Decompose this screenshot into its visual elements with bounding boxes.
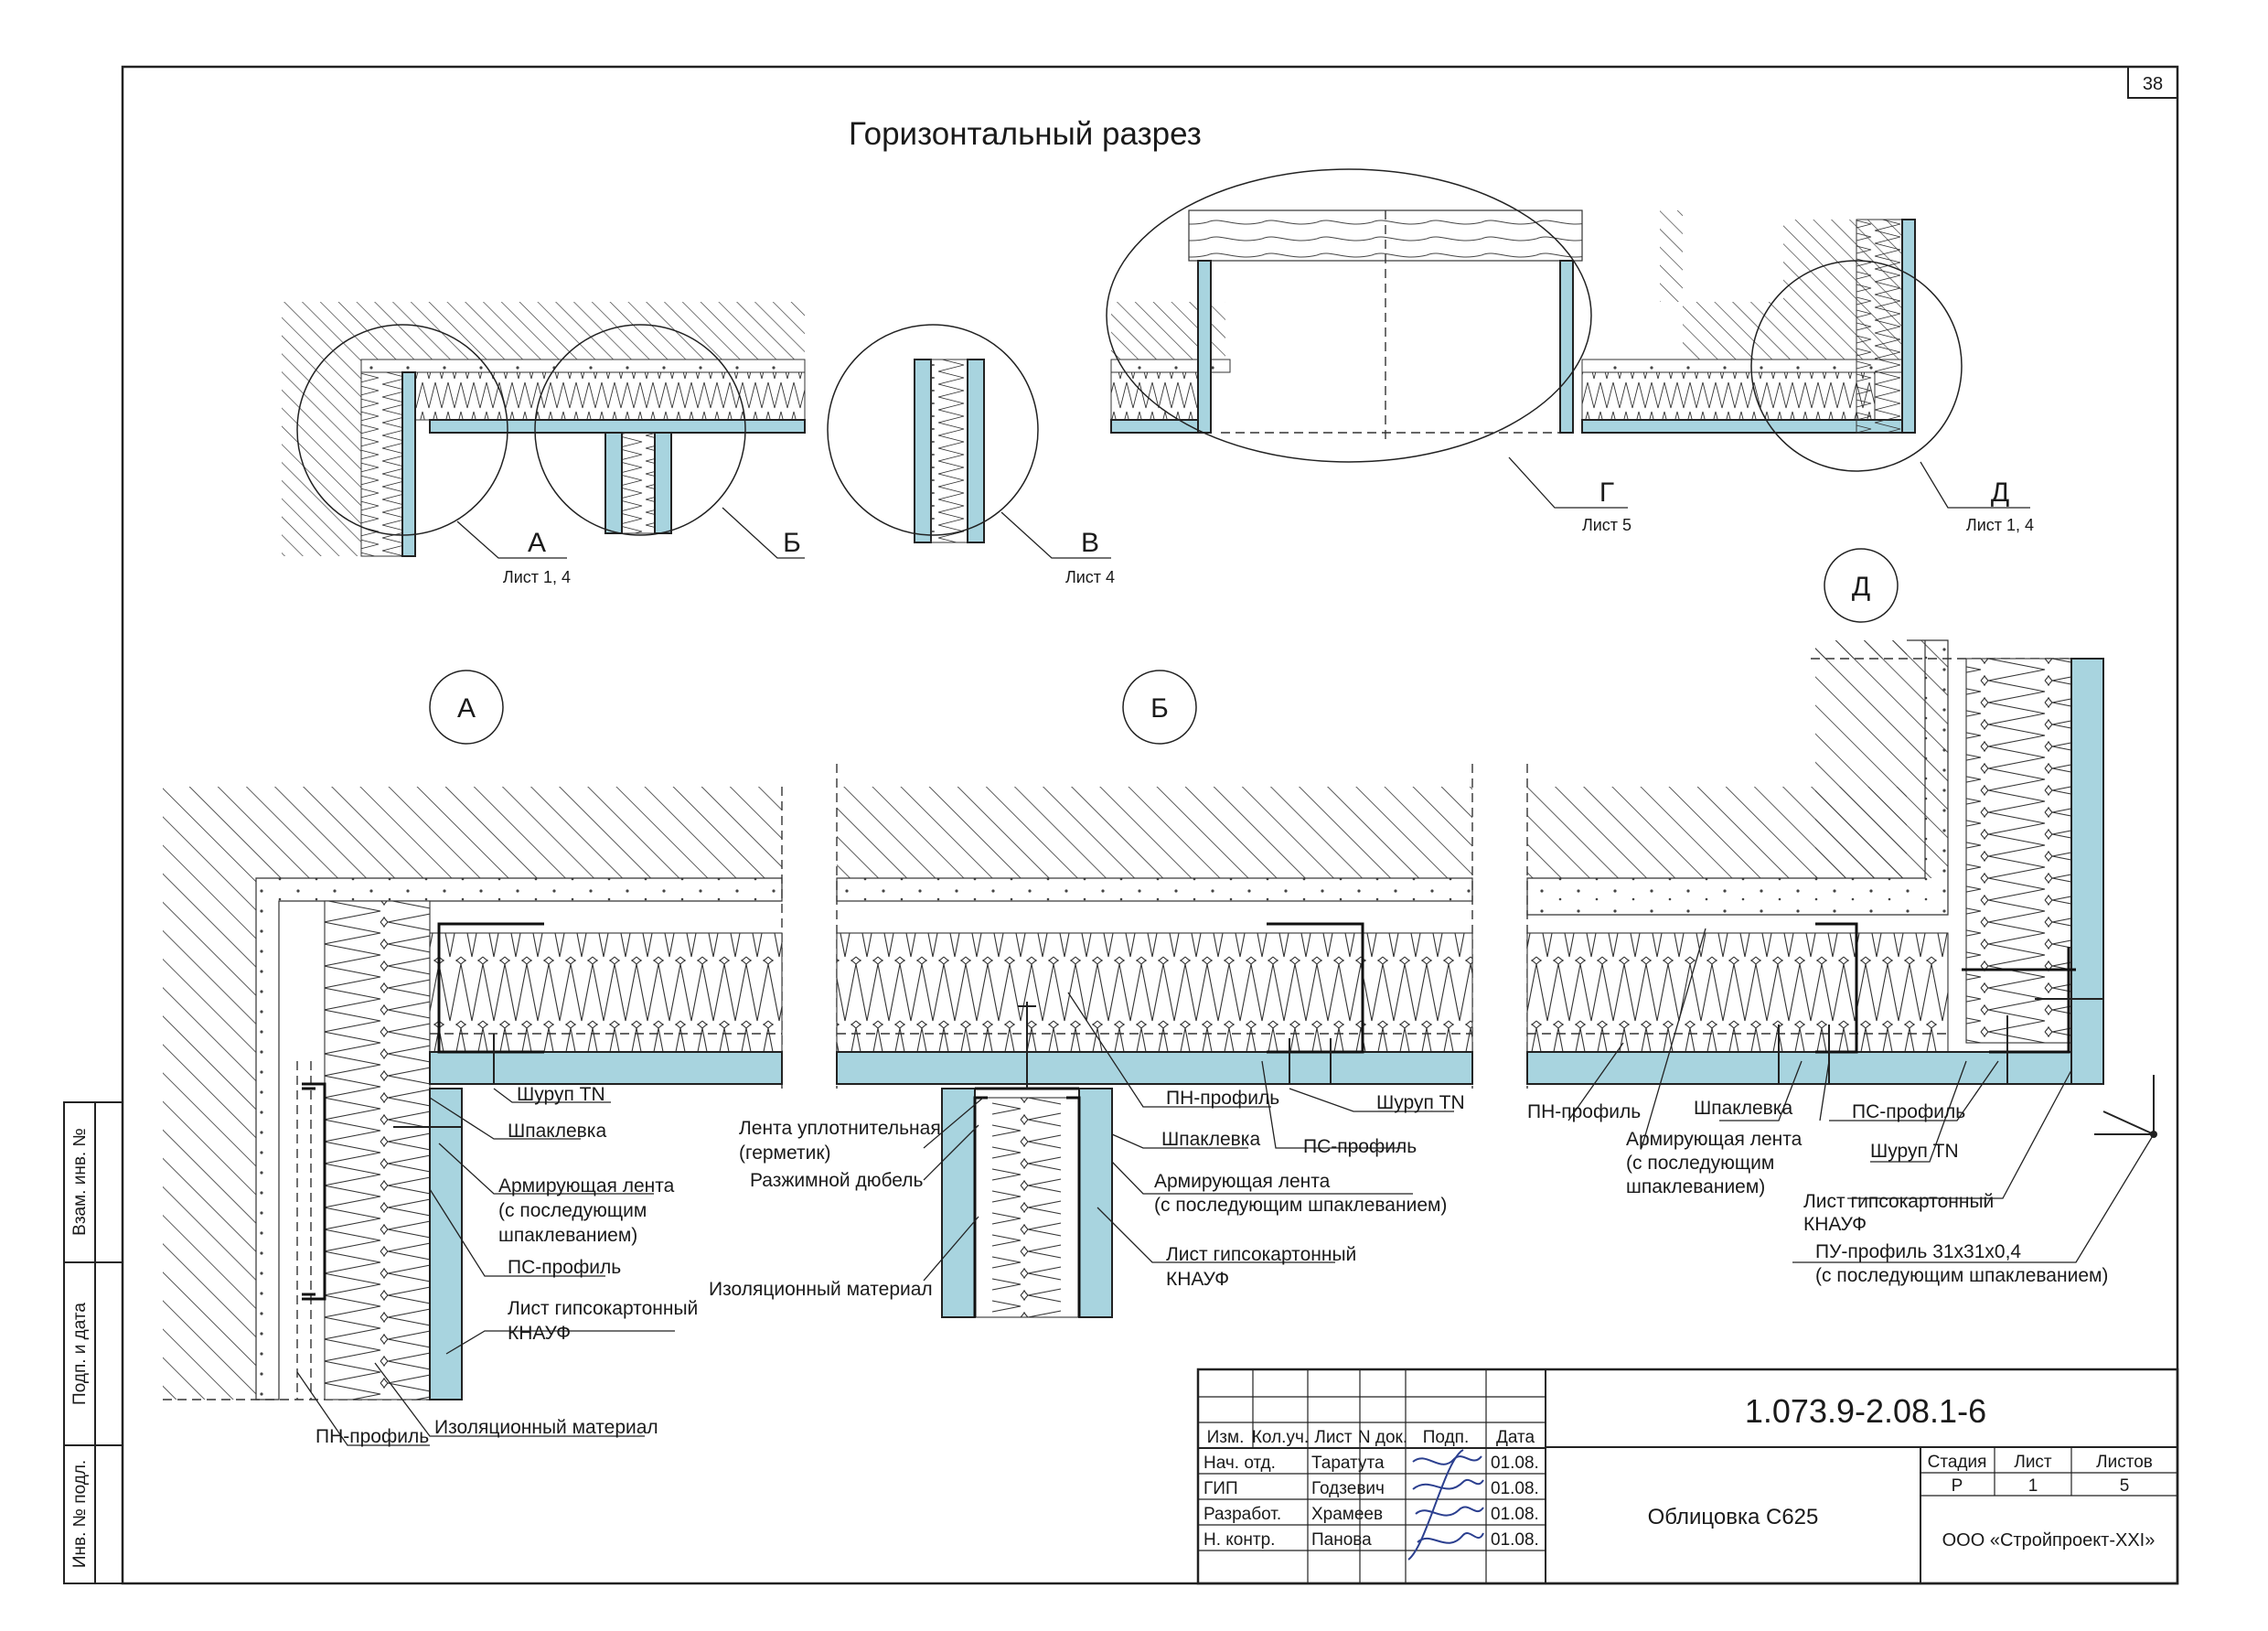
detail-d-tape-label-2: (с последующим (1626, 1153, 1774, 1174)
stage-header: Стадия (1928, 1453, 1987, 1472)
signatory-rows: Нач. отд. Таратута 01.08. ГИП Годзевич 0… (1204, 1454, 1539, 1550)
detail-d-ps-profile-label: ПС-профиль (1852, 1101, 1965, 1122)
callout-v-sheet-ref: Лист 4 (1065, 568, 1115, 586)
sheets-header: Листов (2096, 1453, 2153, 1472)
row-3-role: Разработ. (1204, 1505, 1281, 1524)
row-3-date: 01.08. (1491, 1505, 1539, 1524)
detail-a-putty-label: Шпаклевка (508, 1121, 606, 1142)
detail-b-screw-label: Шуруп TN (1376, 1092, 1465, 1113)
detail-b-tape-label-1: Армирующая лента (1154, 1171, 1331, 1192)
header-count: Кол.уч. (1252, 1428, 1309, 1447)
page-number: 38 (2143, 74, 2163, 94)
row-4-date: 01.08. (1491, 1530, 1539, 1550)
document-code: 1.073.9-2.08.1-6 (1745, 1392, 1986, 1430)
revision-grid (1198, 1369, 1546, 1583)
callout-g: Г Лист 5 (1582, 477, 1631, 534)
title-block: Изм. Кол.уч. Лист N док. Подп. Дата Нач.… (1196, 1368, 2179, 1585)
row-1-role: Нач. отд. (1204, 1454, 1276, 1473)
stamp-signature-date: Подп. и дата (70, 1303, 90, 1405)
detail-a-pn-profile-label: ПН-профиль (316, 1426, 429, 1447)
detail-a-screw-label: Шуруп TN (517, 1084, 605, 1105)
detail-a-tape-label-1: Армирующая лента (498, 1175, 675, 1196)
sheet-frame: 38 Взам. инв. № Подп. и дата Инв. № подл… (63, 65, 2179, 1585)
header-change: Изм. (1207, 1428, 1245, 1447)
detail-d-pu-label-2: (с последующим шпаклеванием) (1815, 1265, 2108, 1286)
callout-g-letter: Г (1599, 477, 1614, 508)
stamp-replaced-inv: Взам. инв. № (70, 1128, 90, 1236)
header-sheet: Лист (1314, 1428, 1353, 1447)
row-4-role: Н. контр. (1204, 1530, 1275, 1550)
overview-section: А Лист 1, 4 Б В Лист 4 Г Лист 5 Д Лист 1… (282, 168, 2034, 586)
callout-b-letter: Б (783, 528, 801, 558)
detail-b-marker: Б (1150, 693, 1169, 724)
callout-d-sheet-ref: Лист 1, 4 (1966, 516, 2034, 534)
callout-d-letter: Д (1991, 477, 2009, 508)
header-date: Дата (1496, 1428, 1535, 1447)
row-2-date: 01.08. (1491, 1479, 1539, 1498)
header-signature: Подп. (1423, 1428, 1469, 1447)
detail-a-insulation-label: Изоляционный материал (434, 1417, 658, 1438)
header-doc: N док. (1358, 1428, 1407, 1447)
detail-d-board-label-1: Лист гипсокартонный (1803, 1191, 1994, 1212)
detail-d-tape-label-3: шпаклеванием) (1626, 1176, 1765, 1197)
detail-d-board-label-2: КНАУФ (1803, 1214, 1867, 1235)
callout-a-sheet-ref: Лист 1, 4 (503, 568, 571, 586)
sheet-header: Лист (2014, 1453, 2052, 1472)
callout-d: Д Лист 1, 4 (1966, 477, 2034, 534)
detail-b-board-label-2: КНАУФ (1166, 1269, 1229, 1290)
detail-b: Лента уплотнительная (герметик) Разжимно… (709, 764, 1473, 1318)
detail-a-board-label-1: Лист гипсокартонный (508, 1298, 698, 1319)
detail-d-screw-label: Шуруп TN (1870, 1141, 1959, 1162)
callout-g-sheet-ref: Лист 5 (1582, 516, 1631, 534)
detail-d-tape-label-1: Армирующая лента (1626, 1129, 1803, 1150)
detail-a-ps-profile-label: ПС-профиль (508, 1257, 621, 1278)
callout-v: В Лист 4 (1065, 528, 1115, 586)
row-1-date: 01.08. (1491, 1454, 1539, 1473)
detail-b-insulation-label: Изоляционный материал (709, 1279, 933, 1300)
detail-a-tape-label-2: (с последующим (498, 1200, 647, 1221)
signatures (1407, 1449, 1484, 1561)
callout-v-letter: В (1081, 528, 1099, 558)
detail-b-seal-label-1: Лента уплотнительная (739, 1118, 941, 1139)
callout-a-letter: А (528, 528, 546, 558)
detail-a: Шуруп TN Шпаклевка Армирующая лента (с п… (163, 787, 783, 1447)
document-description: Облицовка С625 (1648, 1505, 1819, 1529)
detail-b-putty-label: Шпаклевка (1161, 1129, 1260, 1150)
detail-b-dowel-label: Разжимной дюбель (750, 1170, 923, 1191)
callout-a: А Лист 1, 4 (503, 528, 571, 586)
callout-b: Б (783, 528, 801, 558)
detail-a-board-label-2: КНАУФ (508, 1323, 571, 1344)
organization-name: ООО «Стройпроект-XXI» (1942, 1530, 2156, 1551)
detail-d-pn-profile-label: ПН-профиль (1527, 1101, 1641, 1122)
row-1-name: Таратута (1311, 1454, 1385, 1473)
detail-b-seal-label-2: (герметик) (739, 1143, 831, 1164)
detail-d-marker: Д (1852, 572, 1870, 602)
stage-value: Р (1952, 1476, 1963, 1496)
detail-b-tape-label-2: (с последующим шпаклеванием) (1154, 1195, 1447, 1216)
sheets-value: 5 (2120, 1476, 2130, 1496)
row-3-name: Храмеев (1311, 1505, 1383, 1524)
sheet-title: Горизонтальный разрез (849, 116, 1202, 152)
detail-d-pu-label-1: ПУ-профиль 31х31х0,4 (1815, 1241, 2021, 1262)
revision-headers: Изм. Кол.уч. Лист N док. Подп. Дата (1207, 1428, 1535, 1447)
sheet-value: 1 (2028, 1476, 2038, 1496)
detail-b-board-label-1: Лист гипсокартонный (1166, 1244, 1356, 1265)
detail-a-tape-label-3: шпаклеванием) (498, 1225, 637, 1246)
detail-d-putty-label: Шпаклевка (1694, 1098, 1792, 1119)
side-stamp: Взам. инв. № Подп. и дата Инв. № подл. (63, 1101, 123, 1584)
row-2-role: ГИП (1204, 1479, 1238, 1498)
detail-b-ps-profile-label: ПС-профиль (1303, 1136, 1417, 1157)
detail-a-marker: А (457, 693, 476, 724)
detail-d: ПН-профиль Шпаклевка Армирующая лента (с… (1526, 639, 2157, 1286)
detail-markers: А Б Д (429, 548, 1899, 745)
row-4-name: Панова (1311, 1530, 1372, 1550)
detail-b-pn-profile-label: ПН-профиль (1166, 1088, 1279, 1109)
row-2-name: Годзевич (1311, 1479, 1385, 1498)
stamp-original-inv: Инв. № подл. (70, 1460, 90, 1568)
